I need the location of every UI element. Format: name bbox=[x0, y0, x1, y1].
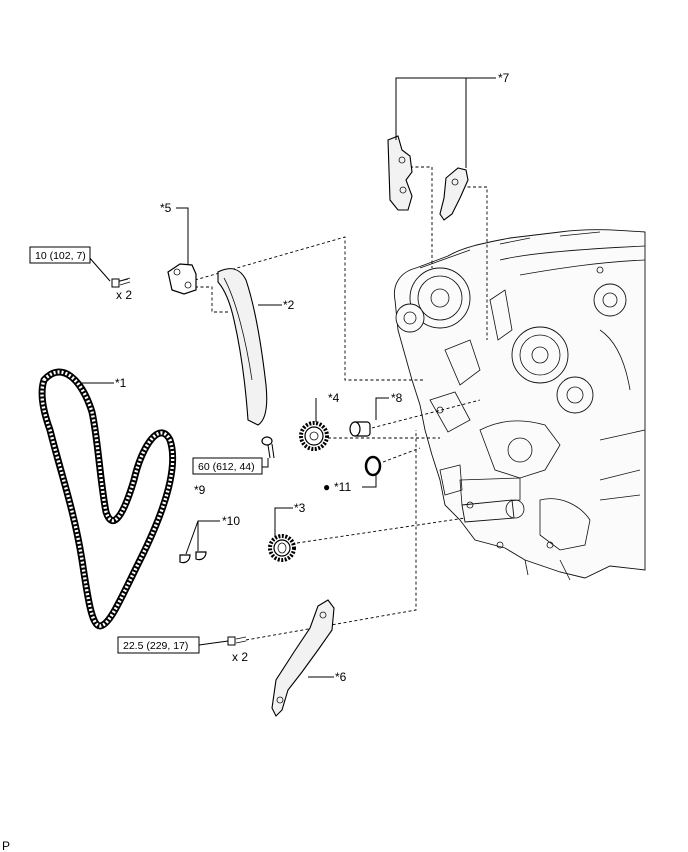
torque-value-2: 60 (612, 44) bbox=[198, 461, 255, 473]
callout-3: *3 bbox=[294, 501, 306, 515]
chain-guides bbox=[387, 135, 469, 221]
crankshaft-sprocket bbox=[299, 421, 329, 451]
callout-10: *10 bbox=[222, 514, 240, 528]
leader-lines bbox=[82, 77, 496, 678]
callout-6: *6 bbox=[335, 670, 347, 684]
chain-tensioner bbox=[167, 263, 197, 295]
tensioner-bolt bbox=[111, 277, 131, 288]
alignment-lines bbox=[194, 166, 488, 641]
callout-1: *1 bbox=[115, 376, 127, 390]
corner-code: P bbox=[2, 839, 10, 852]
o-ring bbox=[364, 455, 382, 477]
bullet-marker: ● bbox=[323, 480, 330, 494]
callout-2: *2 bbox=[283, 298, 295, 312]
engine-block bbox=[393, 229, 646, 581]
lower-chain-guide bbox=[271, 599, 335, 717]
idler-gear bbox=[268, 534, 296, 562]
torque-spec-1: 10 (102, 7) bbox=[29, 246, 91, 264]
callout-7: *7 bbox=[498, 71, 510, 85]
guide-bolt bbox=[227, 636, 247, 646]
torque-value-1: 10 (102, 7) bbox=[35, 250, 86, 262]
quantity-label-2: x 2 bbox=[232, 650, 248, 664]
crank-bolt bbox=[261, 436, 275, 459]
torque-value-3: 22.5 (229, 17) bbox=[123, 640, 188, 652]
callout-9: *9 bbox=[194, 483, 206, 497]
torque-spec-2: 60 (612, 44) bbox=[192, 457, 263, 475]
timing-chain bbox=[38, 368, 177, 630]
woodruff-keys bbox=[179, 551, 207, 564]
callout-4: *4 bbox=[328, 391, 340, 405]
callout-8: *8 bbox=[391, 391, 403, 405]
idler-bushing bbox=[349, 421, 371, 437]
callout-11: *11 bbox=[334, 480, 351, 494]
chain-slipper bbox=[217, 268, 268, 426]
torque-spec-3: 22.5 (229, 17) bbox=[117, 636, 200, 654]
callout-5: *5 bbox=[160, 201, 172, 215]
callout-labels: *1 *2 *3 *4 *5 *6 *7 *8 *9 *10 ● *11 bbox=[115, 71, 510, 684]
quantity-label-1: x 2 bbox=[116, 288, 132, 302]
